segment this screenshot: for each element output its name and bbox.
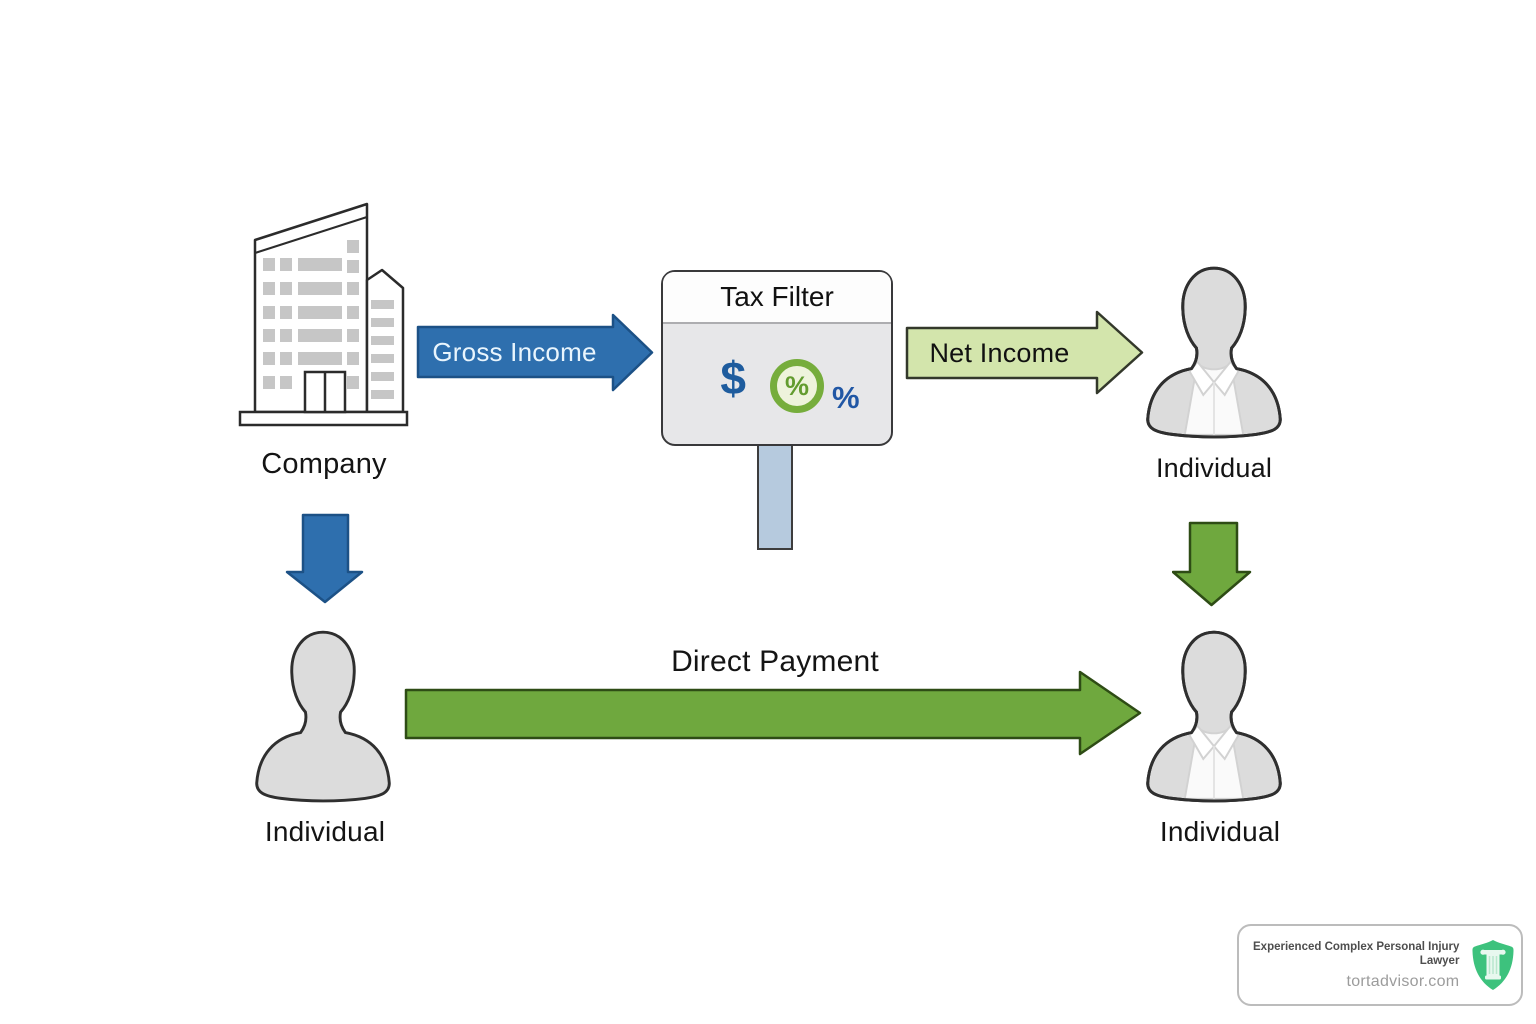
down-arrow-icon bbox=[1171, 521, 1252, 607]
dollar-icon: $ bbox=[720, 352, 746, 404]
right-arrow-icon bbox=[404, 670, 1142, 756]
percent-circle-glyph: % bbox=[784, 370, 809, 401]
gross-income-arrow: Gross Income bbox=[416, 312, 656, 394]
shield-column-icon bbox=[1469, 938, 1517, 992]
percent-circle-icon: % bbox=[770, 359, 824, 413]
badge-title-line1: Experienced Complex Personal Injury bbox=[1253, 940, 1460, 953]
down-arrow-icon bbox=[285, 513, 364, 604]
company-label: Company bbox=[261, 448, 387, 480]
right-arrow-icon bbox=[416, 313, 654, 392]
direct-payment-arrow bbox=[404, 668, 1144, 758]
person-bust-icon bbox=[1146, 630, 1282, 803]
individual-top-right-icon bbox=[1136, 260, 1292, 444]
net-income-arrow: Net Income bbox=[902, 310, 1146, 396]
person-bust-icon bbox=[1146, 266, 1282, 439]
individual-bottom-right-icon bbox=[1136, 624, 1292, 808]
direct-payment-label: Direct Payment bbox=[671, 645, 879, 678]
badge-title-line2: Lawyer bbox=[1419, 954, 1460, 967]
individual-top-right-label: Individual bbox=[1155, 453, 1273, 483]
tax-filter-box: Tax Filter $ % % bbox=[661, 270, 893, 446]
gross-income-label: Gross Income bbox=[432, 336, 597, 367]
badge-website: tortadvisor.com bbox=[1346, 972, 1460, 990]
individual-net-income-down-arrow bbox=[1171, 520, 1252, 608]
right-arrow-icon bbox=[905, 310, 1144, 395]
badge-text-block: Experienced Complex Personal Injury Lawy… bbox=[1253, 940, 1459, 991]
company-building-icon bbox=[232, 198, 416, 435]
person-bust-icon bbox=[255, 630, 391, 803]
tax-filter-symbols: $ % % bbox=[663, 324, 891, 444]
tortadvisor-watermark-badge: Experienced Complex Personal Injury Lawy… bbox=[1237, 924, 1523, 1006]
individual-bottom-left-label: Individual bbox=[264, 816, 386, 847]
individual-bottom-right-label: Individual bbox=[1159, 816, 1281, 847]
tax-filter-post bbox=[757, 430, 793, 550]
company-to-individual-arrow bbox=[285, 512, 365, 606]
tax-filter-title: Tax Filter bbox=[663, 272, 891, 324]
individual-bottom-left-icon bbox=[245, 624, 401, 808]
net-income-label: Net Income bbox=[929, 337, 1070, 368]
percent-icon: % bbox=[832, 380, 860, 415]
